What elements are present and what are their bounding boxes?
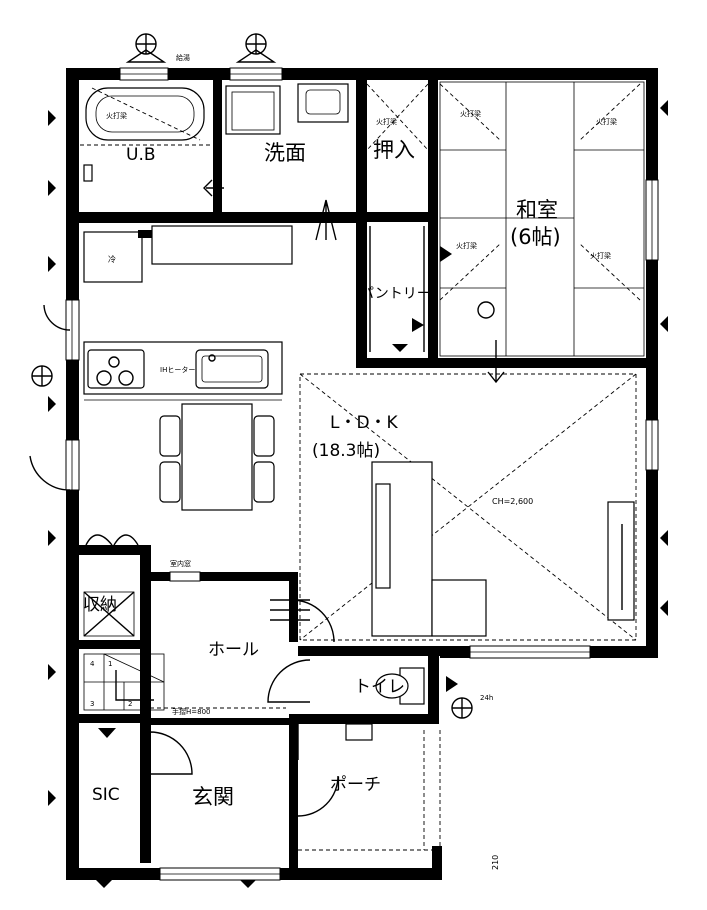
- stair-number: 2: [128, 700, 132, 708]
- ih-heater-label: IHヒーター: [160, 365, 195, 374]
- fire-beam-label: 火打梁: [376, 117, 397, 126]
- label-entrance: 玄関: [192, 785, 234, 809]
- indoor-window-label: 室内窓: [170, 559, 191, 568]
- storage-unit: [83, 534, 139, 637]
- washroom-fixtures: [203, 83, 349, 241]
- label-storage: 収納: [83, 595, 117, 615]
- handrail-label: 手摺H=800: [172, 707, 211, 716]
- label-porch: ポーチ: [330, 775, 381, 795]
- dining-set: [159, 403, 275, 511]
- label-japanese-room-size: (6帖): [510, 225, 561, 249]
- fan-icon: [31, 33, 473, 719]
- pantry-shelves: [369, 226, 452, 352]
- stair-number: 1: [108, 660, 112, 668]
- doors: [29, 304, 339, 817]
- label-ldk-size: (18.3帖): [312, 441, 380, 461]
- label-hall: ホール: [208, 640, 259, 660]
- fridge-label: 冷: [108, 254, 116, 264]
- label-washroom: 洗面: [264, 141, 306, 165]
- room-labels: U.B 洗面 押入 和室 (6帖) パントリー L・D・K (18.3帖) 収納…: [83, 138, 561, 809]
- stair-number: 4: [90, 660, 95, 668]
- label-ldk: L・D・K: [330, 413, 399, 433]
- tatami: [439, 81, 645, 357]
- closet-diagonals: [366, 83, 433, 212]
- kitchen: [83, 225, 293, 401]
- hot-water-label: 給湯: [176, 53, 190, 62]
- annotations: 火打梁 火打梁 火打梁 火打梁 火打梁 火打梁 冷 IHヒーター CH=2,60…: [90, 53, 617, 870]
- fan-24h-label: 24h: [480, 694, 493, 702]
- unit-bath: [80, 87, 212, 182]
- fire-beam-label: 火打梁: [106, 111, 127, 120]
- ceiling-height-label: CH=2,600: [492, 497, 533, 506]
- fire-beam-label: 火打梁: [456, 241, 477, 250]
- porch: [298, 723, 441, 851]
- fire-beam-label: 火打梁: [596, 117, 617, 126]
- label-sic: SIC: [92, 785, 120, 805]
- dimension-label: 210: [491, 855, 500, 870]
- fire-beam-label: 火打梁: [460, 109, 481, 118]
- label-japanese-room: 和室: [516, 198, 558, 222]
- ldk-area: [299, 340, 637, 641]
- label-toilet: トイレ: [354, 677, 405, 697]
- fire-beam-label: 火打梁: [590, 251, 611, 260]
- label-bath: U.B: [126, 145, 156, 165]
- toilet-fixture: [375, 667, 425, 705]
- label-pantry: パントリー: [360, 286, 431, 302]
- label-closet: 押入: [373, 138, 415, 162]
- grid-markers: [48, 100, 668, 888]
- walls: [66, 68, 658, 880]
- stair: [83, 653, 286, 711]
- stair-number: 3: [90, 700, 94, 708]
- windows: [65, 67, 659, 881]
